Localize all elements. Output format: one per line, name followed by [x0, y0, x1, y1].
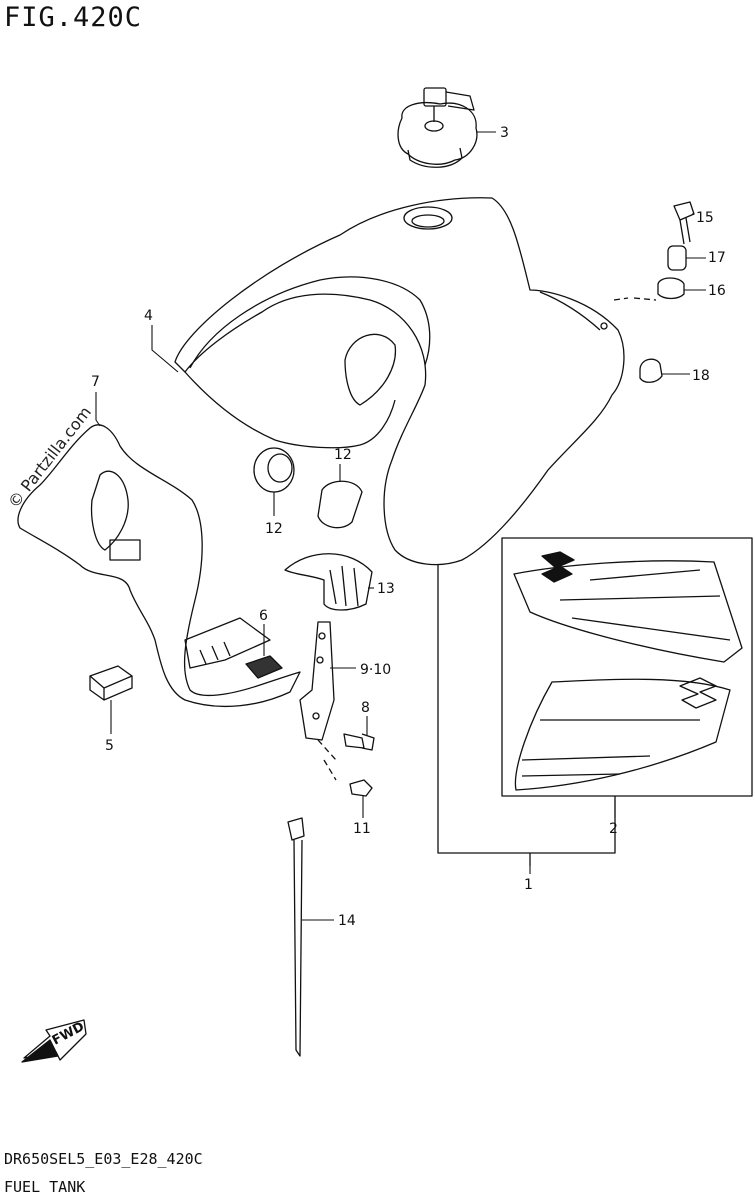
- mounting-hardware-drawing: [613, 201, 695, 383]
- side-cover-drawing: [17, 424, 301, 708]
- fuel-tank-drawing: [174, 197, 625, 566]
- callout-label-11[interactable]: 11: [353, 821, 371, 837]
- leader-line-7: [95, 392, 101, 427]
- callout-label-8[interactable]: 8: [361, 700, 370, 716]
- callout-label-9_10[interactable]: 9·10: [360, 662, 391, 678]
- callout-label-18[interactable]: 18: [692, 368, 710, 384]
- callout-label-12b[interactable]: 12: [334, 447, 352, 463]
- callout-label-4[interactable]: 4: [144, 308, 153, 324]
- callout-label-5[interactable]: 5: [105, 738, 114, 754]
- cable-tie-drawing: [287, 817, 305, 1057]
- callout-layer: 3 15 17 16 18 4 7 12 12 13 6 9·10 8 5 11 2 1 14: [91, 125, 726, 929]
- callout-label-6[interactable]: 6: [259, 608, 268, 624]
- callout-label-2[interactable]: 2: [609, 821, 618, 837]
- fuel-cap-drawing: [397, 87, 478, 168]
- callout-label-12a[interactable]: 12: [265, 521, 283, 537]
- emblem-set-drawing: [437, 537, 753, 866]
- rubber-pads-drawing: [89, 655, 283, 701]
- forward-arrow-badge: FWD: [21, 1019, 87, 1063]
- leader-line-4: [151, 325, 179, 373]
- callout-label-1[interactable]: 1: [524, 877, 533, 893]
- callout-label-3[interactable]: 3: [500, 125, 509, 141]
- figure-title: FIG.420C: [4, 2, 143, 33]
- footer-section-name: FUEL TANK: [4, 1178, 86, 1196]
- cushion-13-drawing: [284, 553, 373, 611]
- callout-label-16[interactable]: 16: [708, 283, 726, 299]
- callout-label-17[interactable]: 17: [708, 250, 726, 266]
- bracket-drawing: [299, 621, 375, 797]
- footer-model-code: DR650SEL5_E03_E28_420C: [4, 1150, 203, 1168]
- callout-label-7[interactable]: 7: [91, 374, 100, 390]
- callout-label-14[interactable]: 14: [338, 913, 356, 929]
- callout-label-15[interactable]: 15: [696, 210, 714, 226]
- callout-label-13[interactable]: 13: [377, 581, 395, 597]
